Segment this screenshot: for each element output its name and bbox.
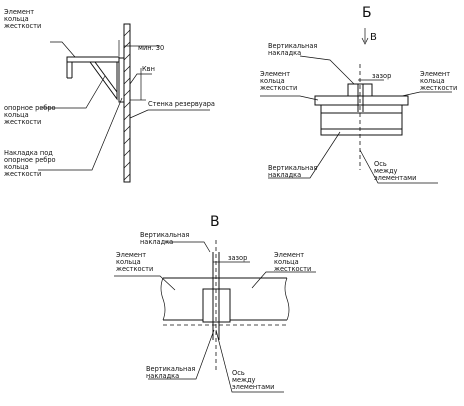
- label-b-element-right-3: жесткости: [420, 84, 457, 92]
- overlay-plate: [118, 57, 125, 103]
- label-kvn: Квн: [142, 65, 155, 73]
- label-b-vertical-overlay-bottom-1: Вертикальная: [268, 164, 317, 172]
- leader-kvn: [129, 73, 152, 85]
- label-v-element-right-1: Элемент: [274, 251, 304, 259]
- support-rib: [89, 61, 118, 101]
- label-min30: мин. 30: [138, 44, 164, 52]
- label-b-axis-1: Ось: [374, 160, 387, 168]
- label-b-element-left-3: жесткости: [260, 84, 297, 92]
- ring-element-plan-top: [314, 95, 409, 106]
- leader-v-axis: [215, 329, 284, 393]
- label-support-rib-2: кольца: [4, 111, 29, 119]
- leader-v-element-left: [114, 275, 176, 291]
- label-v-element-right-3: жесткости: [274, 265, 311, 273]
- label-v-vertical-overlay-top-1: Вертикальная: [140, 231, 189, 239]
- label-overlay-3: кольца: [4, 163, 29, 171]
- label-b-element-left-1: Элемент: [260, 70, 290, 78]
- label-b-axis-3: элементами: [374, 174, 416, 182]
- figure-v: В Вертикальная накладка зазор Элемент ко…: [114, 214, 316, 393]
- label-support-rib-1: опорное ребро: [4, 104, 56, 112]
- label-v-vertical-overlay-bottom-2: накладка: [146, 372, 179, 380]
- label-v-axis-1: Ось: [232, 369, 245, 377]
- label-v-element-right-2: кольца: [274, 258, 299, 266]
- label-b-vertical-overlay-bottom-2: накладка: [268, 171, 301, 179]
- label-b-vertical-overlay-top-2: накладка: [268, 49, 301, 57]
- leader-b-vertical-overlay-top: [299, 55, 355, 85]
- label-b-element-left-2: кольца: [260, 77, 285, 85]
- vertical-overlay-v: [202, 288, 231, 323]
- leader-v-element-right: [251, 271, 316, 289]
- left-figure: Элемент кольца жесткости мин. 30 Квн опо…: [4, 8, 215, 183]
- label-v-gap: зазор: [228, 254, 247, 262]
- leader-v-vertical-overlay-bottom: [148, 329, 215, 380]
- leader-v-vertical-overlay-top: [165, 241, 211, 253]
- label-overlay-1: Накладка под: [4, 149, 53, 157]
- leader-ring-element: [50, 41, 76, 58]
- ring-element: [66, 56, 120, 63]
- label-ring-element-1: Элемент: [4, 8, 34, 16]
- label-v-axis-2: между: [232, 376, 256, 384]
- leader-b-element-right: [401, 91, 452, 97]
- leader-b-vertical-overlay-bottom: [268, 131, 341, 179]
- label-b-element-right-1: Элемент: [420, 70, 450, 78]
- band-break-left: [160, 277, 166, 321]
- label-b-element-right-2: кольца: [420, 77, 445, 85]
- tank-wall: [123, 23, 131, 183]
- label-overlay-2: опорное ребро: [4, 156, 56, 164]
- ring-element-plan-body: [320, 104, 403, 136]
- leader-tank-wall: [129, 109, 210, 119]
- figure-b: Б В Вертикальная накладка Элемент кольца…: [260, 5, 457, 184]
- tank-wall-hatching: [123, 29, 131, 181]
- label-v-element-left-2: кольца: [116, 258, 141, 266]
- band-break-right: [284, 277, 290, 321]
- figure-v-title: В: [210, 214, 220, 230]
- label-v-element-left-1: Элемент: [116, 251, 146, 259]
- leader-b-axis: [359, 149, 438, 184]
- label-v-vertical-overlay-bottom-1: Вертикальная: [146, 365, 195, 373]
- label-ring-element-3: жесткости: [4, 22, 41, 30]
- figure-b-title: Б: [362, 5, 372, 21]
- label-b-vertical-overlay-top-1: Вертикальная: [268, 42, 317, 50]
- label-b-axis-2: между: [374, 167, 398, 175]
- label-b-gap: зазор: [372, 72, 391, 80]
- label-support-rib-3: жесткости: [4, 118, 41, 126]
- label-ring-element-2: кольца: [4, 15, 29, 23]
- label-overlay-4: жесткости: [4, 170, 41, 178]
- label-v-element-left-3: жесткости: [116, 265, 153, 273]
- leader-support-rib: [40, 75, 106, 109]
- label-tank-wall: Стенка резервуара: [148, 100, 215, 108]
- leader-overlay: [38, 97, 123, 171]
- label-v-axis-3: элементами: [232, 383, 274, 391]
- leader-b-element-left: [260, 95, 319, 101]
- label-v-vertical-overlay-top-2: накладка: [140, 238, 173, 246]
- view-mark: В: [370, 32, 377, 43]
